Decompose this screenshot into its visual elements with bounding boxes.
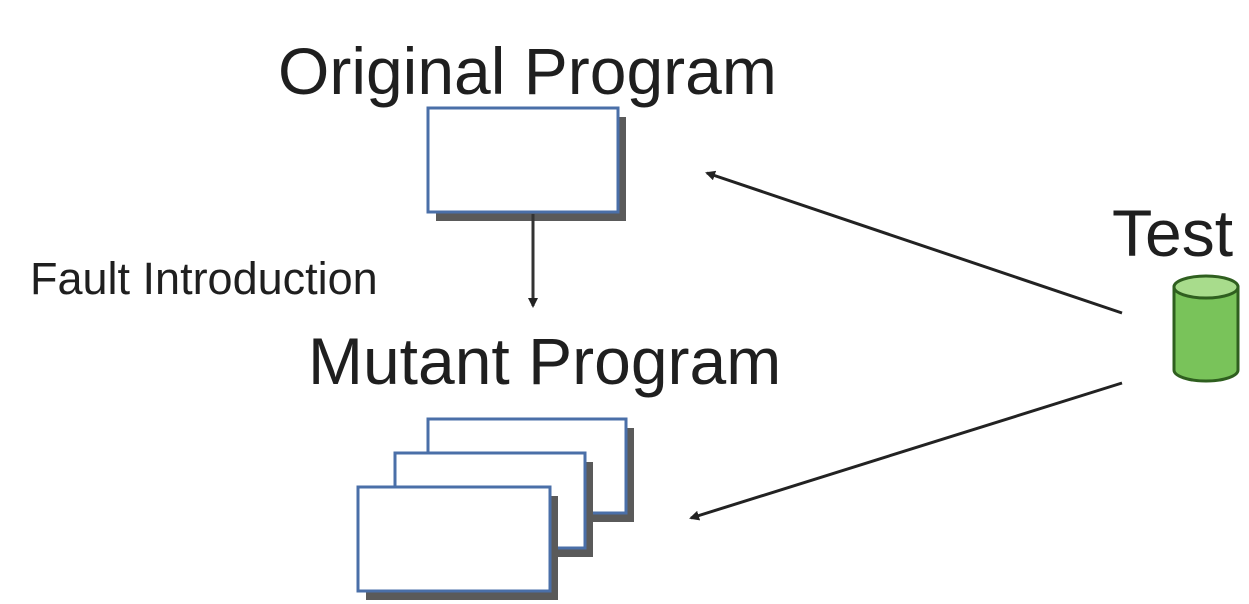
test-label: Test bbox=[1112, 196, 1234, 270]
test-to-mutant-arrow bbox=[689, 381, 1123, 521]
fault-introduction-label: Fault Introduction bbox=[30, 253, 378, 304]
test-to-original-arrow bbox=[705, 170, 1123, 315]
original-program-box bbox=[426, 106, 626, 221]
original-program-label: Original Program bbox=[278, 34, 777, 108]
mutant-program-stack bbox=[356, 417, 634, 600]
database-cylinder-icon bbox=[1172, 274, 1240, 383]
mutant-program-label: Mutant Program bbox=[308, 324, 782, 398]
